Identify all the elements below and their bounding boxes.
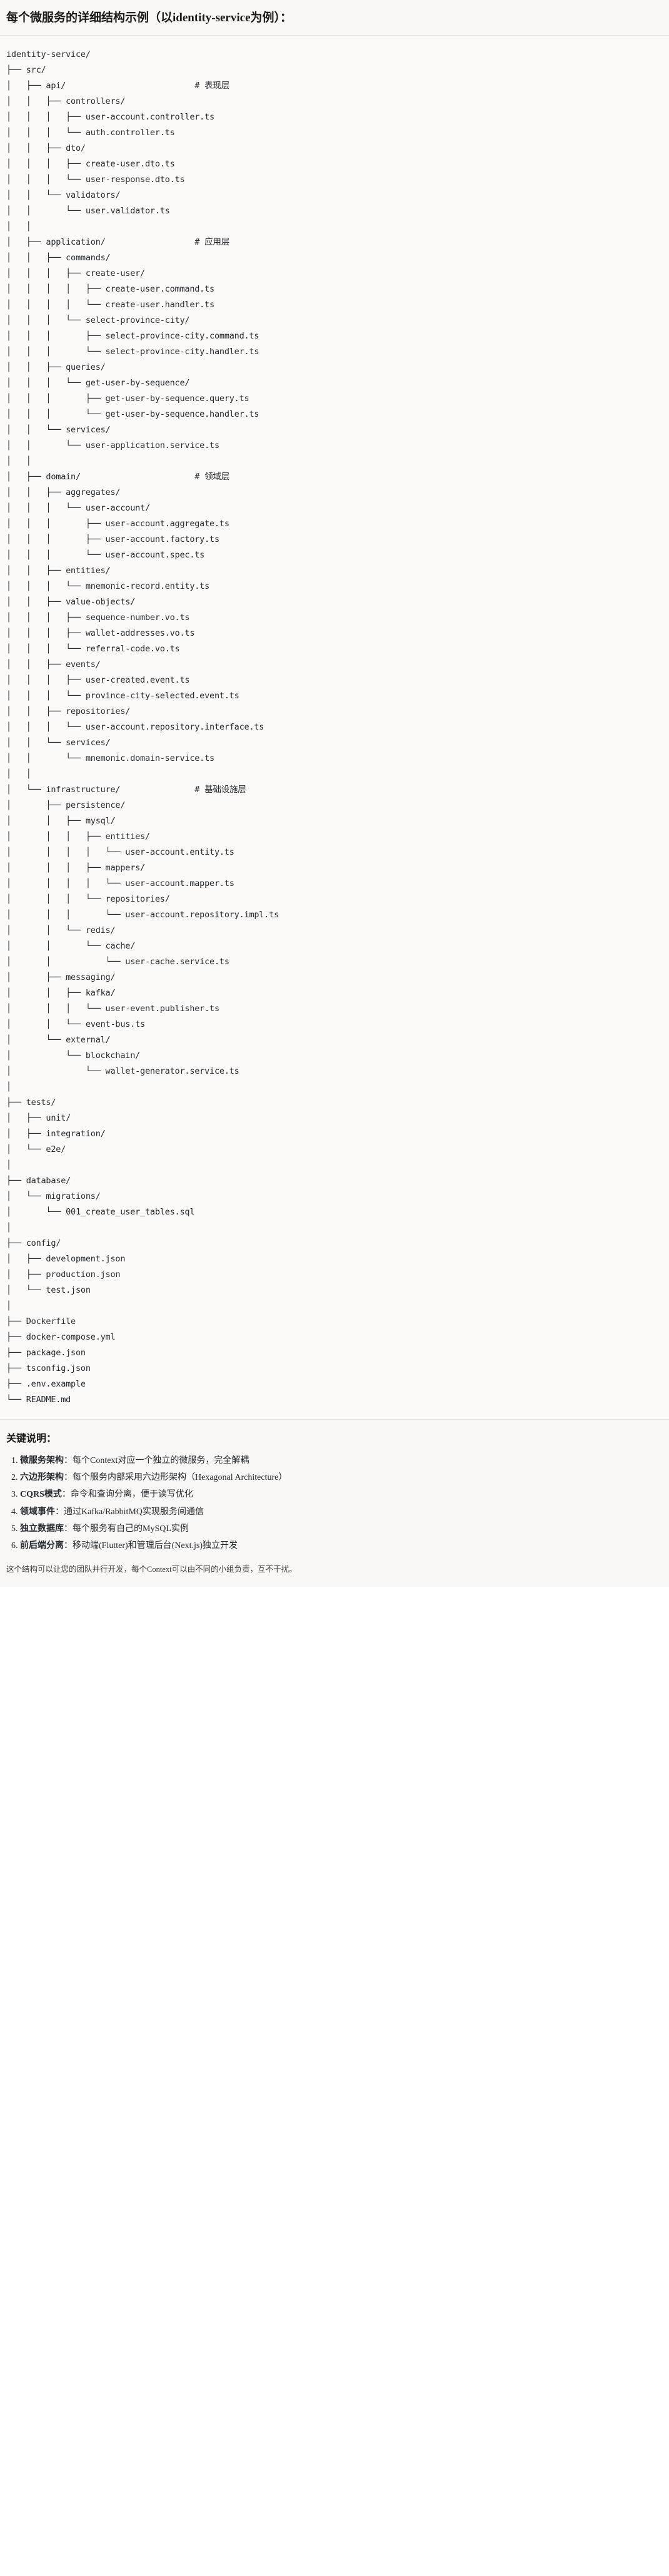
key-notes-list: 微服务架构：每个Context对应一个独立的微服务，完全解耦 六边形架构：每个服… bbox=[6, 1452, 663, 1555]
document-heading-section: 每个微服务的详细结构示例（以identity-service为例）： bbox=[0, 0, 669, 36]
note-text: ：每个服务内部采用六边形架构（Hexagonal Architecture） bbox=[64, 1472, 288, 1482]
note-label: 领域事件 bbox=[20, 1507, 55, 1517]
list-item: 六边形架构：每个服务内部采用六边形架构（Hexagonal Architectu… bbox=[20, 1469, 663, 1486]
note-text: ：每个服务有自己的MySQL实例 bbox=[64, 1524, 189, 1534]
note-label: 微服务架构 bbox=[20, 1455, 64, 1465]
list-item: 前后端分离：移动端(Flutter)和管理后台(Next.js)独立开发 bbox=[20, 1537, 663, 1554]
closing-paragraph: 这个结构可以让您的团队并行开发，每个Context可以由不同的小组负责，互不干扰… bbox=[6, 1565, 297, 1574]
note-text: ：通过Kafka/RabbitMQ实现服务间通信 bbox=[55, 1507, 204, 1517]
note-label: 前后端分离 bbox=[20, 1541, 64, 1551]
list-item: 领域事件：通过Kafka/RabbitMQ实现服务间通信 bbox=[20, 1504, 663, 1520]
key-notes-section: 关键说明： 微服务架构：每个Context对应一个独立的微服务，完全解耦 六边形… bbox=[0, 1419, 669, 1587]
note-text: ：移动端(Flutter)和管理后台(Next.js)独立开发 bbox=[64, 1541, 238, 1551]
directory-tree-block: identity-service/ ├── src/ │ ├── api/ # … bbox=[0, 35, 669, 1420]
page-title: 每个微服务的详细结构示例（以identity-service为例）： bbox=[6, 11, 293, 24]
key-notes-title: 关键说明： bbox=[6, 1433, 57, 1444]
note-label: 独立数据库 bbox=[20, 1524, 64, 1534]
note-text: ：命令和查询分离，便于读写优化 bbox=[61, 1490, 193, 1500]
list-item: 独立数据库：每个服务有自己的MySQL实例 bbox=[20, 1520, 663, 1537]
list-item: CQRS模式：命令和查询分离，便于读写优化 bbox=[20, 1486, 663, 1503]
note-text: ：每个Context对应一个独立的微服务，完全解耦 bbox=[64, 1455, 249, 1465]
directory-tree: identity-service/ ├── src/ │ ├── api/ # … bbox=[6, 49, 279, 1405]
note-label: CQRS模式 bbox=[20, 1490, 62, 1500]
list-item: 微服务架构：每个Context对应一个独立的微服务，完全解耦 bbox=[20, 1452, 663, 1469]
note-label: 六边形架构 bbox=[20, 1472, 64, 1482]
document-page: 每个微服务的详细结构示例（以identity-service为例）： ident… bbox=[0, 0, 669, 1587]
